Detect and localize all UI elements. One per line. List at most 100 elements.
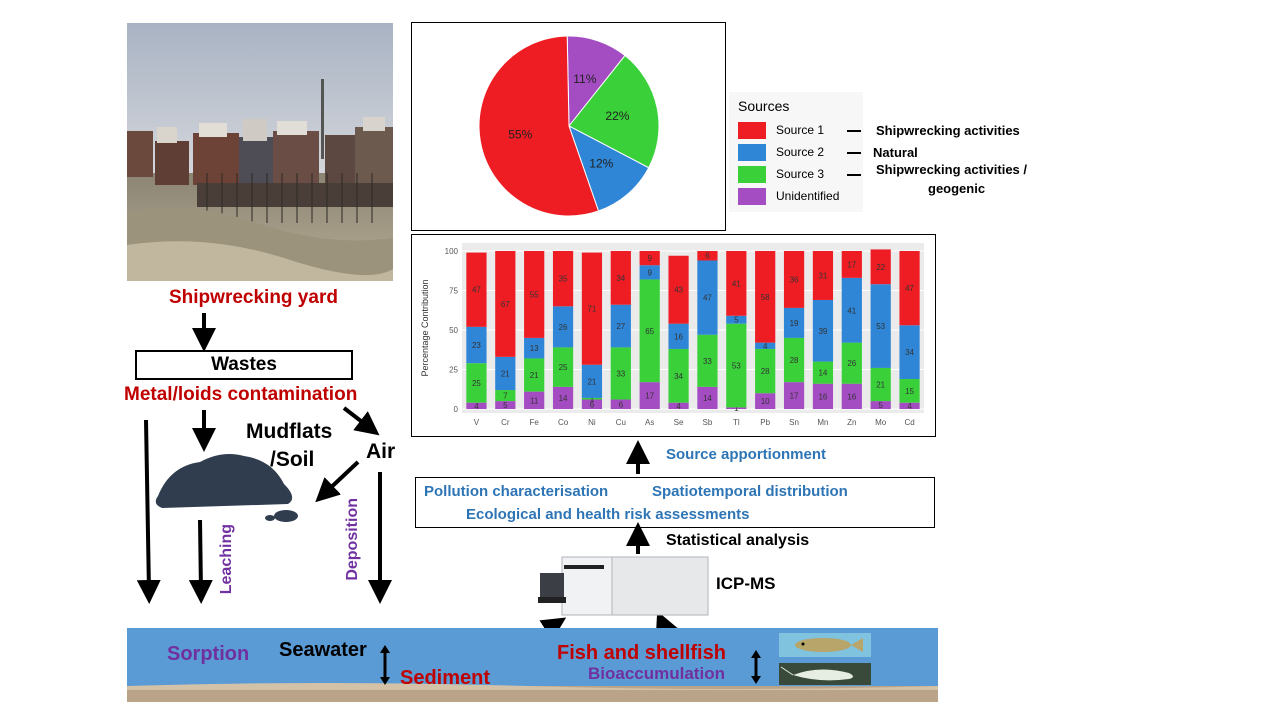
x-tick-label: Mn bbox=[817, 418, 828, 427]
bar-value-label: 28 bbox=[761, 367, 770, 376]
bar-segment-as-source-3 bbox=[639, 279, 660, 383]
bar-value-label: 17 bbox=[790, 392, 799, 401]
bar-segment-co-source-3 bbox=[552, 347, 574, 387]
arrow-contamination-to-sea bbox=[136, 419, 161, 604]
bar-segment-co-unidentified bbox=[552, 386, 574, 409]
bar-segment-zn-unidentified bbox=[841, 383, 862, 409]
bar-value-label: 13 bbox=[530, 344, 539, 353]
bar-value-label: 26 bbox=[847, 359, 856, 368]
legend-label-source2: Source 2 bbox=[776, 145, 825, 159]
air-label: Air bbox=[366, 440, 396, 463]
bar-segment-v-source-2 bbox=[466, 326, 487, 364]
x-tick-label: As bbox=[645, 418, 654, 427]
bar-value-label: 71 bbox=[587, 305, 596, 314]
bar-value-label: 27 bbox=[616, 322, 625, 331]
mudflats-label: Mudflats bbox=[246, 420, 333, 443]
bar-segment-se-source-3 bbox=[668, 348, 689, 403]
bar-segment-zn-source-2 bbox=[841, 277, 862, 343]
bar-segment-v-unidentified bbox=[466, 402, 487, 409]
bar-value-label: 47 bbox=[703, 294, 712, 303]
x-tick-label: Sn bbox=[789, 418, 799, 427]
pie-label-source-1: 55% bbox=[508, 128, 532, 142]
bar-segment-sb-source-3 bbox=[697, 334, 718, 387]
analysis-box bbox=[415, 477, 935, 528]
leaching-label: Leaching bbox=[218, 524, 235, 595]
bar-segment-cr-unidentified bbox=[495, 401, 516, 409]
pollution-characterisation-label: Pollution characterisation bbox=[424, 483, 609, 500]
bar-value-label: 17 bbox=[645, 392, 654, 401]
bar-value-label: 21 bbox=[530, 371, 539, 380]
bar-value-label: 19 bbox=[790, 319, 799, 328]
bar-segment-tl-source-1 bbox=[726, 251, 747, 316]
bar-segment-cd-source-3 bbox=[899, 378, 920, 403]
y-tick-label: 50 bbox=[449, 326, 458, 335]
bioaccumulation-label: Bioaccumulation bbox=[588, 664, 725, 683]
bar-value-label: 16 bbox=[847, 392, 856, 401]
bar-value-label: 5 bbox=[734, 316, 739, 325]
sediment-label: Sediment bbox=[400, 667, 491, 689]
shrimp-image bbox=[779, 663, 871, 685]
y-tick-label: 0 bbox=[454, 405, 459, 414]
bar-segment-zn-source-3 bbox=[841, 342, 862, 384]
bar-value-label: 16 bbox=[674, 332, 683, 341]
bar-value-label: 34 bbox=[674, 372, 683, 381]
bar-segment-pb-source-1 bbox=[755, 251, 776, 343]
shipwrecking-yard-caption: Shipwrecking yard bbox=[169, 287, 338, 308]
bar-value-label: 14 bbox=[818, 369, 827, 378]
pie-label-source-3: 22% bbox=[605, 109, 629, 123]
bar-segment-pb-unidentified bbox=[755, 393, 776, 409]
bar-segment-zn-source-1 bbox=[841, 251, 862, 278]
x-tick-label: Cd bbox=[904, 418, 914, 427]
bar-segment-mn-source-2 bbox=[812, 299, 834, 362]
bar-segment-ni-unidentified bbox=[581, 399, 603, 409]
bar-value-label: 4 bbox=[907, 402, 912, 411]
legend: Sources Source 1 Source 2 Source 3 Unide… bbox=[729, 92, 863, 212]
bar-value-label: 9 bbox=[647, 254, 652, 263]
x-tick-label: Pb bbox=[760, 418, 770, 427]
bar-value-label: 21 bbox=[501, 369, 510, 378]
bar-value-label: 35 bbox=[559, 275, 568, 284]
seawater-label: Seawater bbox=[279, 639, 367, 661]
fish-shellfish-label: Fish and shellfish bbox=[557, 642, 726, 664]
bar-value-label: 15 bbox=[905, 387, 914, 396]
bar-segment-as-source-1 bbox=[639, 251, 660, 266]
bar-value-label: 17 bbox=[847, 260, 856, 269]
bar-segment-cd-source-1 bbox=[899, 251, 920, 326]
bar-value-label: 33 bbox=[703, 357, 712, 366]
legend-swatch-source3 bbox=[738, 166, 766, 183]
bar-value-label: 10 bbox=[761, 397, 770, 406]
bar-value-label: 4 bbox=[763, 342, 768, 351]
bioaccumulation-double-arrow-icon bbox=[751, 650, 761, 684]
bar-value-label: 25 bbox=[559, 363, 568, 372]
bar-segment-mo-unidentified bbox=[870, 401, 891, 409]
bar-value-label: 53 bbox=[876, 322, 885, 331]
bar-segment-sn-source-3 bbox=[783, 337, 805, 383]
legend-label-unidentified: Unidentified bbox=[776, 189, 840, 203]
bar-value-label: 25 bbox=[472, 379, 481, 388]
bar-value-label: 43 bbox=[674, 286, 683, 295]
source3-description-line1: Shipwrecking activities / bbox=[876, 162, 1027, 177]
shipwrecking-yard-photo bbox=[127, 23, 393, 281]
contamination-label: Metal/loids contamination bbox=[124, 384, 358, 405]
bar-segment-fe-source-3 bbox=[524, 358, 545, 392]
bar-segment-tl-unidentified bbox=[726, 407, 747, 409]
source3-description-line2: geogenic bbox=[928, 181, 986, 196]
bar-value-label: 21 bbox=[876, 381, 885, 390]
pie-chart-panel: 11%22%12%55% bbox=[411, 22, 726, 231]
bar-segment-cu-unidentified bbox=[610, 399, 631, 409]
bar-segment-mo-source-2 bbox=[870, 284, 891, 368]
bar-segment-fe-source-1 bbox=[524, 251, 545, 338]
fish-image bbox=[779, 633, 871, 657]
bar-value-label: 55 bbox=[530, 290, 539, 299]
spatiotemporal-label: Spatiotemporal distribution bbox=[652, 483, 848, 500]
bar-segment-sn-source-2 bbox=[783, 307, 805, 338]
bar-value-label: 58 bbox=[761, 293, 770, 302]
icpms-instrument-image bbox=[538, 555, 710, 617]
x-tick-label: V bbox=[474, 418, 480, 427]
x-tick-label: Tl bbox=[733, 418, 740, 427]
mudflats-pile bbox=[155, 454, 298, 522]
bar-value-label: 41 bbox=[732, 279, 741, 288]
pie-slice-source-2 bbox=[568, 124, 650, 212]
bar-segment-cr-source-3 bbox=[495, 390, 516, 402]
